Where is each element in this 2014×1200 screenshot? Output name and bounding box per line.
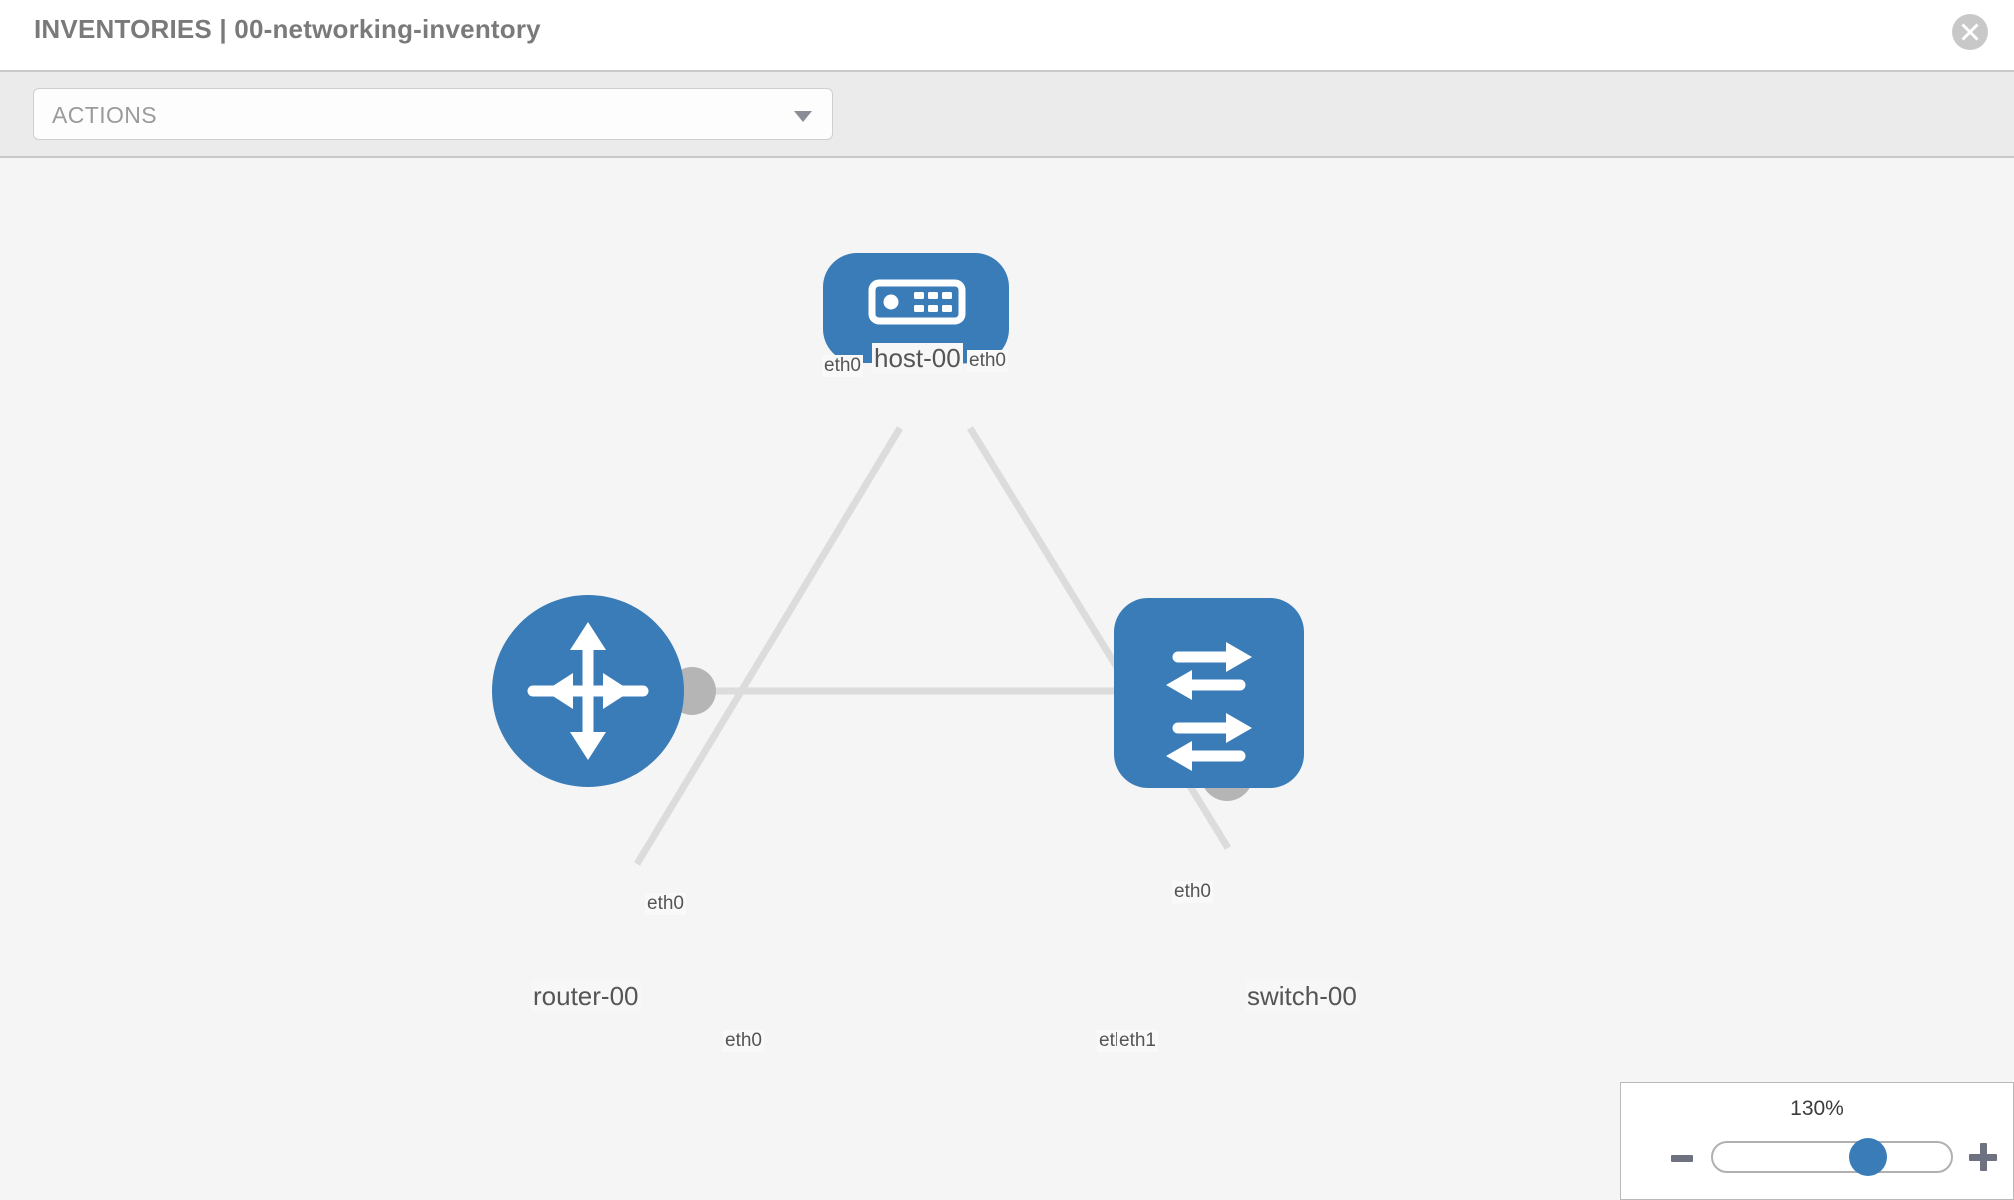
edge-label-switch-eth0-upper: eth0 <box>1172 881 1213 903</box>
edge-label-router-eth0-upper: eth0 <box>645 893 686 915</box>
topology-graph <box>492 253 1304 866</box>
plus-icon[interactable] <box>1969 1143 1997 1171</box>
edge-label-host-eth0-right: eth0 <box>967 350 1008 372</box>
actions-dropdown[interactable]: ACTIONS <box>33 88 833 140</box>
chevron-down-icon <box>794 111 812 122</box>
topology-canvas[interactable]: host-00 router-00 switch-00 eth0 eth0 et… <box>0 158 2014 1200</box>
zoom-control-panel: 130% <box>1620 1082 2014 1200</box>
zoom-slider-track[interactable] <box>1711 1141 1953 1173</box>
zoom-level-value: 130% <box>1790 1097 1844 1120</box>
edge-label-host-eth0-left: eth0 <box>822 355 863 377</box>
minus-icon[interactable] <box>1671 1155 1693 1162</box>
edge-label-switch-eth1: eth1 <box>1117 1030 1158 1052</box>
close-icon[interactable] <box>1952 14 1988 50</box>
toolbar: ACTIONS SEARCH <box>0 70 2014 212</box>
edge-label-router-eth0-right: eth0 <box>723 1030 764 1052</box>
node-router-00 <box>492 595 684 787</box>
zoom-slider-thumb[interactable] <box>1849 1138 1887 1176</box>
node-host-00 <box>823 253 1009 363</box>
node-switch-00 <box>1114 598 1304 788</box>
actions-dropdown-label: ACTIONS <box>52 102 158 128</box>
node-label-host-00: host-00 <box>872 343 963 374</box>
node-label-router-00: router-00 <box>531 981 641 1012</box>
node-label-switch-00: switch-00 <box>1245 981 1359 1012</box>
edge-host-router <box>634 426 903 866</box>
page-title: INVENTORIES | 00-networking-inventory <box>34 14 541 44</box>
page-header: INVENTORIES | 00-networking-inventory <box>0 0 2014 70</box>
